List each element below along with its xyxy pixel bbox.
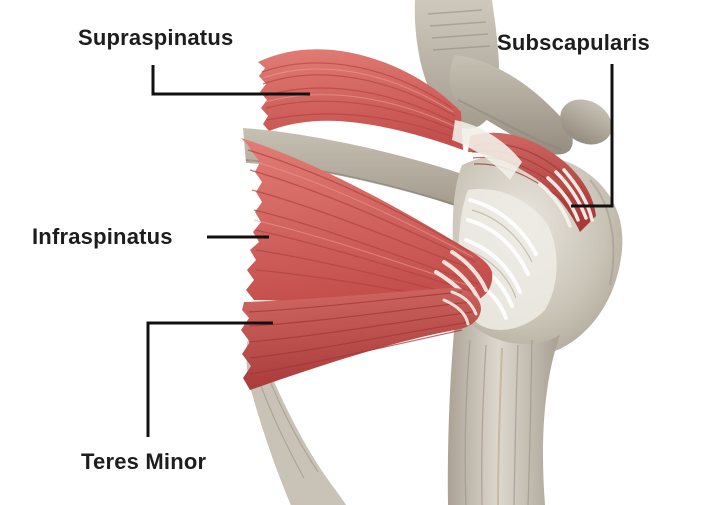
coracoid-bone [560,99,612,145]
label-supraspinatus: Supraspinatus [78,25,234,50]
teres-minor-muscle [241,288,481,390]
infraspinatus-muscle [241,138,493,304]
label-infraspinatus: Infraspinatus [32,224,173,249]
supraspinatus-muscle [258,49,463,150]
teres-minor-leader-line [146,321,273,437]
acromion-bone [449,55,612,155]
label-teres-minor: Teres Minor [81,449,207,474]
subscapularis-tendon [538,168,594,228]
humerus-shaft-bone [447,310,560,505]
supraspinatus-leader-line [151,65,310,96]
leader-lines [146,64,614,437]
label-subscapularis: Subscapularis [497,30,650,55]
subscapularis-leader-line [571,64,614,208]
teres-minor-tendon [442,290,478,326]
